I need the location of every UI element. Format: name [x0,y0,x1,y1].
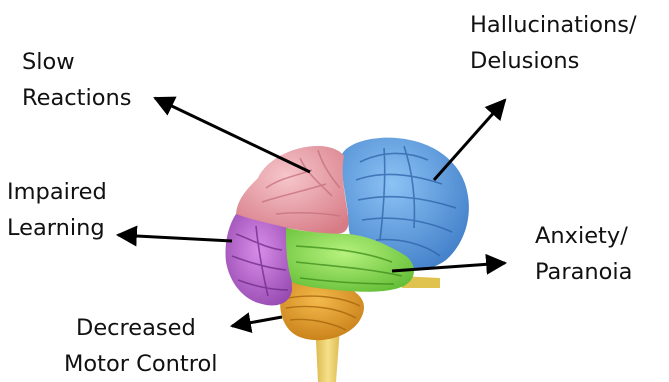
arrow-impaired-learning [118,235,232,241]
label-slow-line2: Reactions [22,80,131,116]
prefrontal-region [225,214,292,305]
label-hallucinations: Hallucinations/ Delusions [470,7,637,79]
label-motor-line1: Decreased [64,310,218,346]
label-motor-line2: Motor Control [64,346,218,382]
label-motor-control: Decreased Motor Control [64,310,218,382]
label-hallucinations-line1: Hallucinations/ [470,7,637,43]
label-impaired-line1: Impaired [7,174,107,210]
label-anxiety: Anxiety/ Paranoia [535,218,632,290]
label-anxiety-line1: Anxiety/ [535,218,632,254]
arrow-hallucinations [434,100,505,180]
label-impaired-line2: Learning [7,210,107,246]
label-hallucinations-line2: Delusions [470,43,637,79]
arrow-slow-reactions [155,98,310,172]
label-anxiety-line2: Paranoia [535,254,632,290]
label-impaired-learning: Impaired Learning [7,174,107,246]
label-slow-reactions: Slow Reactions [22,44,131,116]
label-slow-line1: Slow [22,44,131,80]
arrow-motor-control [232,317,282,326]
